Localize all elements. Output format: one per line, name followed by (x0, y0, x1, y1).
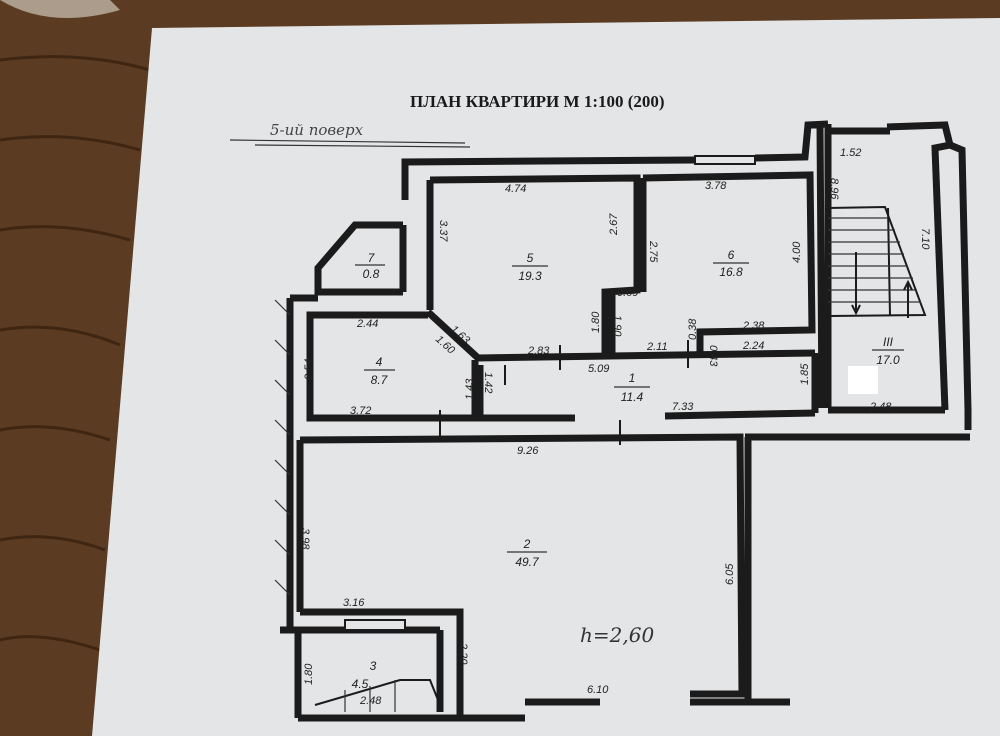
dimension-label: 2.54 (303, 359, 315, 381)
dimension-label: 3.78 (705, 180, 727, 192)
room-5-area: 19.3 (518, 269, 542, 283)
dimension-label: 2.20 (457, 642, 469, 665)
dimension-label: 3.16 (343, 597, 365, 609)
dimension-label: 1.85 (799, 363, 811, 385)
paper-sheet (92, 18, 1000, 736)
dimension-label: 2.83 (527, 345, 550, 357)
ceiling-height-note: h=2,60 (580, 623, 654, 647)
dimension-label: 1.52 (840, 147, 861, 159)
dimension-label: 7.33 (672, 401, 694, 413)
dimension-label: 2.38 (742, 320, 765, 332)
dimension-label: 0.69 (617, 287, 638, 299)
room-III-number: III (883, 335, 894, 349)
dimension-label: 0.38 (687, 318, 699, 340)
room-4-area: 8.7 (371, 373, 389, 387)
room-5-number: 5 (527, 251, 534, 265)
room-1-area: 11.4 (621, 390, 644, 404)
dimension-label: 3.72 (350, 405, 371, 417)
room-3-area: 4.5 (352, 677, 369, 691)
dimension-label: 3.98 (299, 528, 311, 550)
dimension-label: 1.80 (303, 663, 315, 685)
room-3-number: 3 (370, 659, 377, 673)
dimension-label: 0.43 (707, 345, 719, 367)
room-labels: 1 11.4 2 49.7 34.5 4 8.7 5 19.3 6 16.8 7 0.8 I… (352, 248, 904, 691)
dimension-label: 4.00 (791, 241, 803, 263)
staircase (827, 205, 927, 318)
room-III-area: 17.0 (876, 353, 900, 367)
room-7-number: 7 (368, 251, 376, 265)
room-6-area: 16.8 (719, 265, 743, 279)
dimension-label: 3.37 (437, 220, 449, 242)
dimension-label: 1.42 (482, 372, 494, 393)
dimension-label: 5.09 (588, 363, 609, 375)
dimension-label: 1.90 (611, 315, 623, 337)
room-4-number: 4 (376, 355, 383, 369)
room-7-area: 0.8 (363, 267, 380, 281)
plan-title: ПЛАН КВАРТИРИ М 1:100 (200) (410, 92, 665, 111)
dimension-label: 6.10 (587, 684, 609, 696)
dimension-label: 8.96 (828, 178, 840, 200)
redacted-patch (848, 366, 878, 394)
room-2-number: 2 (523, 537, 531, 551)
dimension-label: 2.48 (359, 695, 382, 707)
dimension-label: 2.24 (742, 340, 764, 352)
dimension-label: 1.80 (590, 311, 602, 333)
dimension-label: 1.43 (464, 378, 476, 400)
room-2-area: 49.7 (515, 555, 540, 569)
dimension-labels: 4.74 3.78 1.52 3.37 2.67 2.75 4.00 8.96 … (299, 147, 931, 707)
dimension-label: 6.05 (724, 563, 736, 585)
dimension-label: 4.74 (505, 183, 526, 195)
dimension-label: 2.75 (647, 240, 659, 263)
dimension-label: 2.67 (608, 213, 620, 236)
dimension-label: 2.44 (356, 318, 378, 330)
dimension-label: 7.10 (919, 228, 931, 250)
dimension-label: 2.48 (869, 401, 892, 413)
dimension-label: 9.26 (517, 445, 539, 457)
walls (274, 120, 972, 722)
room-1-number: 1 (629, 371, 636, 385)
room-6-number: 6 (728, 248, 735, 262)
handwritten-floor-note: 5-ий поверх (270, 121, 364, 139)
dimension-label: 2.11 (646, 341, 668, 353)
